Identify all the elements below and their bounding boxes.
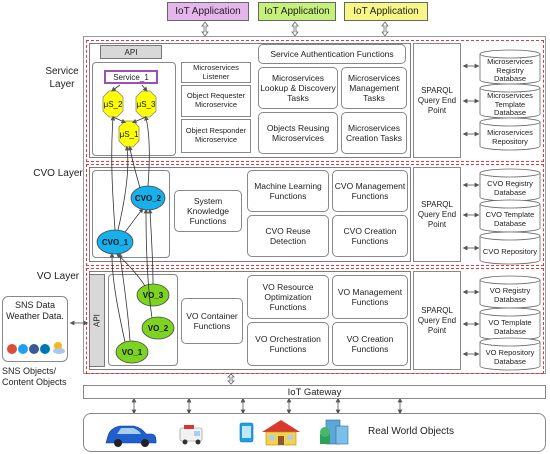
ms-registry-db-cylinder [479,49,541,85]
cvo-registry-db-cylinder [479,168,541,202]
cvo-2-label: CVO_2 [134,193,162,203]
tablet-icon [239,422,254,443]
service-authentication-box: Service Authentication Functions [258,44,406,64]
building-icon [320,419,349,445]
service-layer-label: Service Layer [45,66,79,90]
system-knowledge-box: System Knowledge Functions [174,190,242,232]
object-responder-box: Object Responder Microservice [181,119,251,153]
cvo-composition-area [92,170,170,258]
vo-orchestration-box: VO Orchestration Functions [247,322,329,366]
cvo-creation-box: CVO Creation Functions [332,215,408,257]
real-world-container [83,413,546,452]
microservices-management-box: Microservices Management Tasks [341,67,407,109]
house-icon [262,420,300,446]
service-composition-area [92,62,176,156]
iot-application-3: IoT Application [344,2,428,21]
linkedin-icon [40,344,50,354]
vo-resource-optimization-box: VO Resource Optimization Functions [247,275,329,319]
ms-repository-db-cylinder [479,117,541,151]
iot-application-1: IoT Application [167,2,249,21]
vo-composition-area [108,274,178,366]
vo-registry-db-label: VO Registry Database [489,286,531,304]
cvo-layer-label: CVO Layer [33,168,83,179]
microservices-lookup-box: Microservices Lookup & Discovery Tasks [258,67,338,109]
ambulance-icon [179,425,203,445]
cvo-1-label: CVO_1 [101,237,129,247]
service-1-box: Service_1 [104,70,158,84]
microservice-1-octagon [118,120,140,148]
sns-data-text: SNS Data Weather Data. [6,300,64,322]
google-plus-icon [7,344,17,354]
vo-repository-db-label: VO Repository Database [485,348,535,366]
ms-template-db-label: Microservices Template Database [487,91,533,118]
vo-1-ellipse [115,340,149,364]
ms-template-db-cylinder [479,83,541,119]
service-sparql-endpoint: SPARQL Query End Point [413,43,461,158]
car-icon [105,425,157,447]
service-api-box: API [100,45,162,59]
iot-application-2: IoT Application [258,2,336,21]
cvo-sparql-endpoint: SPARQL Query End Point [413,167,461,262]
weather-icon [53,342,65,354]
vo-template-db-label: VO Template Database [488,318,532,336]
sns-objects-label: SNS Objects/ Content Objects [2,366,67,388]
vo-2-label: VO_2 [147,323,169,333]
objects-reusing-box: Objects Reusing Microservices [258,112,338,154]
cvo-repository-db-cylinder [479,231,541,265]
object-requester-box: Object Requester Microservice [181,85,251,117]
microservice-2-label: μS_2 [103,99,123,109]
cvo-template-db-cylinder [479,199,541,233]
ms-repository-db-label: Microservices Repository [487,128,533,146]
vo-1-label: VO_1 [121,347,143,357]
microservice-1-label: μS_1 [119,129,139,139]
cvo-template-db-label: CVO Template Database [485,210,535,228]
ms-registry-db-label: Microservices Registry Database [487,57,533,84]
cvo-layer-border [86,164,544,266]
twitter-icon [18,344,28,354]
cvo-repository-db-label: CVO Repository [482,246,538,256]
cvo-registry-db-label: CVO Registry Database [487,179,533,197]
vo-container-box: VO Container Functions [181,298,243,344]
vo-layer-label: VO Layer [36,271,80,282]
vo-repository-db-cylinder [479,337,541,371]
iot-gateway-bar: IoT Gateway [83,385,546,399]
microservice-3-label: μS_3 [136,99,156,109]
cvo-management-box: CVO Management Functions [332,170,408,212]
vo-3-label: VO_3 [142,290,164,300]
microservices-listener-box: Microservices Listener [181,62,251,83]
vo-2-ellipse [141,316,175,340]
real-world-objects-label: Real World Objects [368,426,454,437]
facebook-icon [29,344,39,354]
service-layer-border [86,40,544,162]
microservices-creation-box: Microservices Creation Tasks [341,112,407,154]
vo-creation-box: VO Creation Functions [332,322,408,366]
vo-sparql-endpoint: SPARQL Query End Point [413,271,461,370]
machine-learning-box: Machine Learning Functions [247,170,329,212]
vo-management-box: VO Management Functions [332,275,408,319]
cvo-reuse-detection-box: CVO Reuse Detection [247,215,329,257]
